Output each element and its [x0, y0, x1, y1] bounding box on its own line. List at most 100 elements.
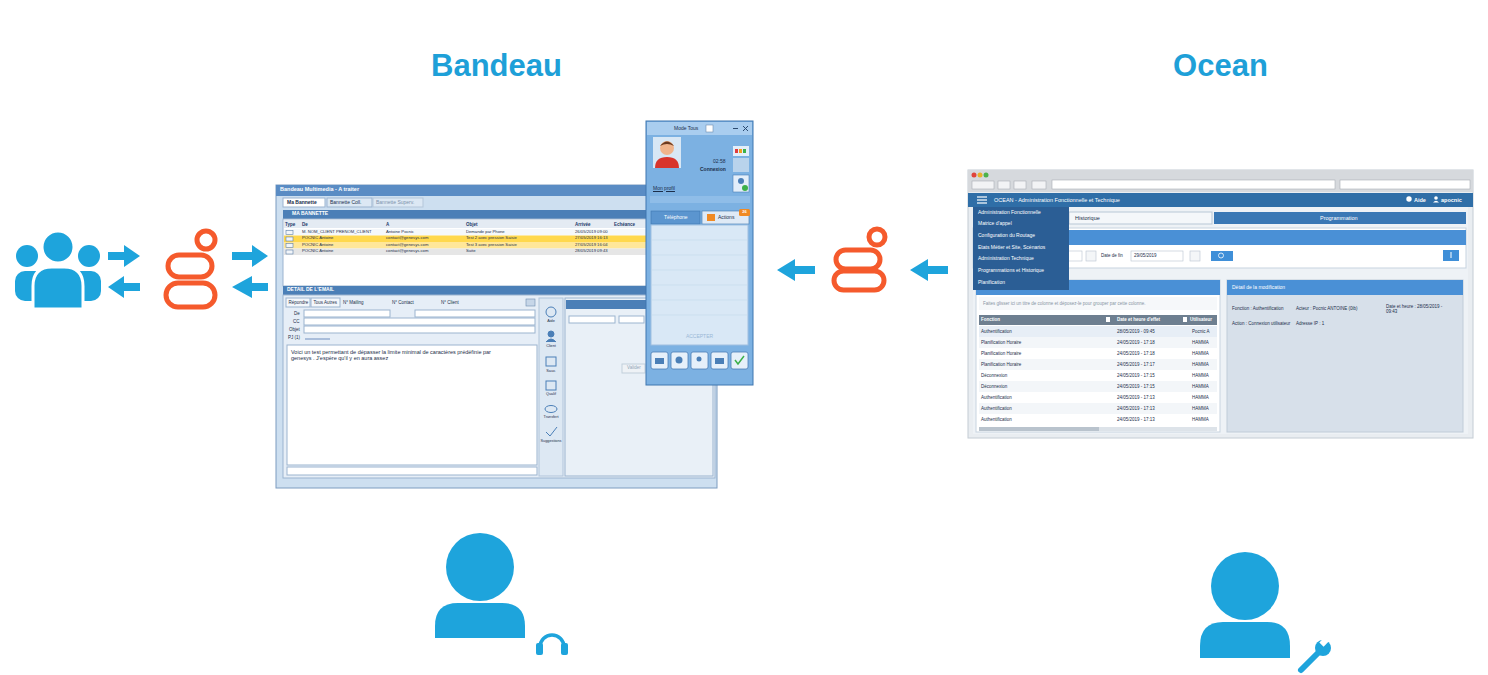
screen-text: Fonction	[981, 317, 1000, 322]
screen-text: Configuration du Routage	[978, 233, 1035, 239]
screen-text: 27/05/2019 16:13	[575, 236, 608, 241]
screen-text: Bannette Coll.	[330, 200, 361, 206]
screen-text: Tous Autres	[314, 300, 338, 305]
screen-text: Objet	[466, 222, 478, 227]
screen-text: Déconnexion	[981, 384, 1007, 389]
screen-text: 24/05/2019 - 17:13	[1117, 395, 1155, 400]
screen-text: 24/05/2019 - 17:13	[1117, 417, 1155, 422]
screen-text: 24/05/2019 - 17:18	[1117, 351, 1155, 356]
screen-text: Administration Fonctionnelle	[978, 210, 1041, 216]
screen-text: 29/05/2019	[1134, 253, 1157, 258]
screen-text: HAMMA	[1192, 384, 1209, 389]
screen-text: De	[302, 222, 308, 227]
screen-text: Pocnic A	[1192, 329, 1210, 334]
screen-text: MA BANNETTE	[292, 211, 328, 217]
screen-text: contact@genesys.com	[386, 243, 428, 248]
screen-text: Arrivée	[575, 222, 591, 227]
screen-text: Programmation	[1320, 215, 1358, 221]
screen-text: Planification	[978, 280, 1005, 286]
screen-text: POCNIC Antoine	[302, 236, 333, 241]
screen-text: Sauv.	[546, 369, 555, 373]
screen-text: Mon profil	[653, 186, 675, 192]
screen-text: 28/05/2019 - 09:45	[1117, 329, 1155, 334]
screen-text: Test 2 avec pression Saisie	[466, 236, 517, 241]
screen-text: Bandeau Multimedia - A traiter	[280, 186, 359, 192]
screen-text: Actions	[718, 215, 734, 221]
screen-text: contact@genesys.com	[386, 236, 428, 241]
screen-text: N° Contact	[392, 300, 414, 305]
screen-text: Action : Connexion utilisateur	[1232, 321, 1290, 326]
screen-text: POCNIC Antoine	[302, 243, 333, 248]
screen-text: Téléphone	[664, 215, 688, 221]
screen-text: HAMMA	[1192, 417, 1209, 422]
screen-text: 02:58	[713, 159, 726, 165]
screen-text: Aide	[547, 319, 555, 323]
screen-text: Matrice d'appel	[978, 221, 1012, 227]
screen-text: HAMMA	[1192, 406, 1209, 411]
screen-text: Utilisateur	[1190, 317, 1212, 322]
screen-text: 24/05/2019 - 17:18	[1117, 340, 1155, 345]
screen-text: ACCEPTER	[686, 334, 713, 340]
screen-text: Programmations et Historique	[978, 268, 1044, 274]
screen-text: Historique	[1075, 215, 1100, 221]
screen-text: PJ (1)	[288, 335, 300, 340]
screen-text: HAMMA	[1192, 340, 1209, 345]
screen-text: Authentification	[981, 395, 1012, 400]
agent-toolbar	[646, 121, 753, 385]
screen-text: Faites glisser ici un titre de colonne e…	[983, 301, 1146, 306]
screen-text: 24/05/2019 - 17:17	[1117, 362, 1155, 367]
screen-text: Détail de la modification	[1232, 285, 1285, 291]
screen-text: Date et heure : 28/05/2019 - 09:43	[1386, 304, 1448, 314]
ocean-screenshot	[968, 170, 1473, 438]
screen-text: HAMMA	[1192, 373, 1209, 378]
screen-text: Planification Horaire	[981, 351, 1021, 356]
screen-text: Authentification	[981, 406, 1012, 411]
screen-text: Ma Bannette	[287, 200, 317, 206]
screen-text: Acteur : Pocnic ANTOINE (0ib)	[1296, 306, 1357, 311]
screen-text: Valider	[627, 365, 641, 370]
screen-text: 28/05/2019 09:43	[575, 249, 608, 254]
screen-text: 24/05/2019 - 17:13	[1117, 406, 1155, 411]
screen-text: HAMMA	[1192, 362, 1209, 367]
users-icon	[15, 231, 101, 309]
screen-text: Bannette Superv.	[376, 200, 414, 206]
screen-text: Objet	[289, 327, 300, 332]
screen-text: CC	[293, 319, 300, 324]
heading: Bandeau	[431, 50, 562, 81]
screen-text: Authentification	[981, 329, 1012, 334]
screen-text: Planification Horaire	[981, 340, 1021, 345]
screen-text: Adresse IP : 1	[1296, 321, 1324, 326]
screen-text: Fonction : Authentification	[1232, 306, 1284, 311]
admin-icon	[1200, 552, 1331, 670]
screen-text: Demande par Phone	[466, 230, 505, 235]
screen-text: Planification Horaire	[981, 362, 1021, 367]
screen-text: POCNIC Antoine	[302, 249, 333, 254]
screen-text: 26	[742, 210, 746, 215]
screen-text: M. NOM_CLIENT PRENOM_CLIENT	[302, 230, 372, 235]
screen-text: HAMMA	[1192, 395, 1209, 400]
screen-text: Etats Métier et Site, Scénarios	[978, 245, 1045, 251]
screen-text: Voici un test permettant de dépasser la …	[291, 349, 491, 362]
screen-text: Transfert	[543, 415, 558, 419]
screen-text: DETAIL DE L'EMAIL	[287, 287, 334, 293]
screen-text: 24/05/2019 - 17:15	[1117, 384, 1155, 389]
screen-text: apocnic	[1441, 197, 1462, 203]
screen-text: contact@genesys.com	[386, 249, 428, 254]
screen-text: N° Client	[441, 300, 459, 305]
screen-text: Mode Tous	[674, 126, 698, 132]
screen-text: Administration Technique	[978, 256, 1034, 262]
screen-text: 26/05/2019 09:00	[575, 230, 608, 235]
screen-text: Suite	[466, 249, 476, 254]
screen-text: De	[294, 311, 300, 316]
screen-text: N° Mailing	[343, 300, 364, 305]
screen-text: Aide	[1414, 197, 1426, 203]
screen-text: Client	[546, 344, 556, 348]
screen-text: Date de fin	[1101, 253, 1123, 258]
heading: Ocean	[1173, 50, 1268, 81]
screen-text: Répondre	[289, 300, 309, 305]
screen-text: OCEAN - Administration Fonctionnelle et …	[994, 197, 1120, 203]
screen-text: 24/05/2019 - 17:15	[1117, 373, 1155, 378]
screen-text: Test 3 avec pression Saisie	[466, 243, 517, 248]
